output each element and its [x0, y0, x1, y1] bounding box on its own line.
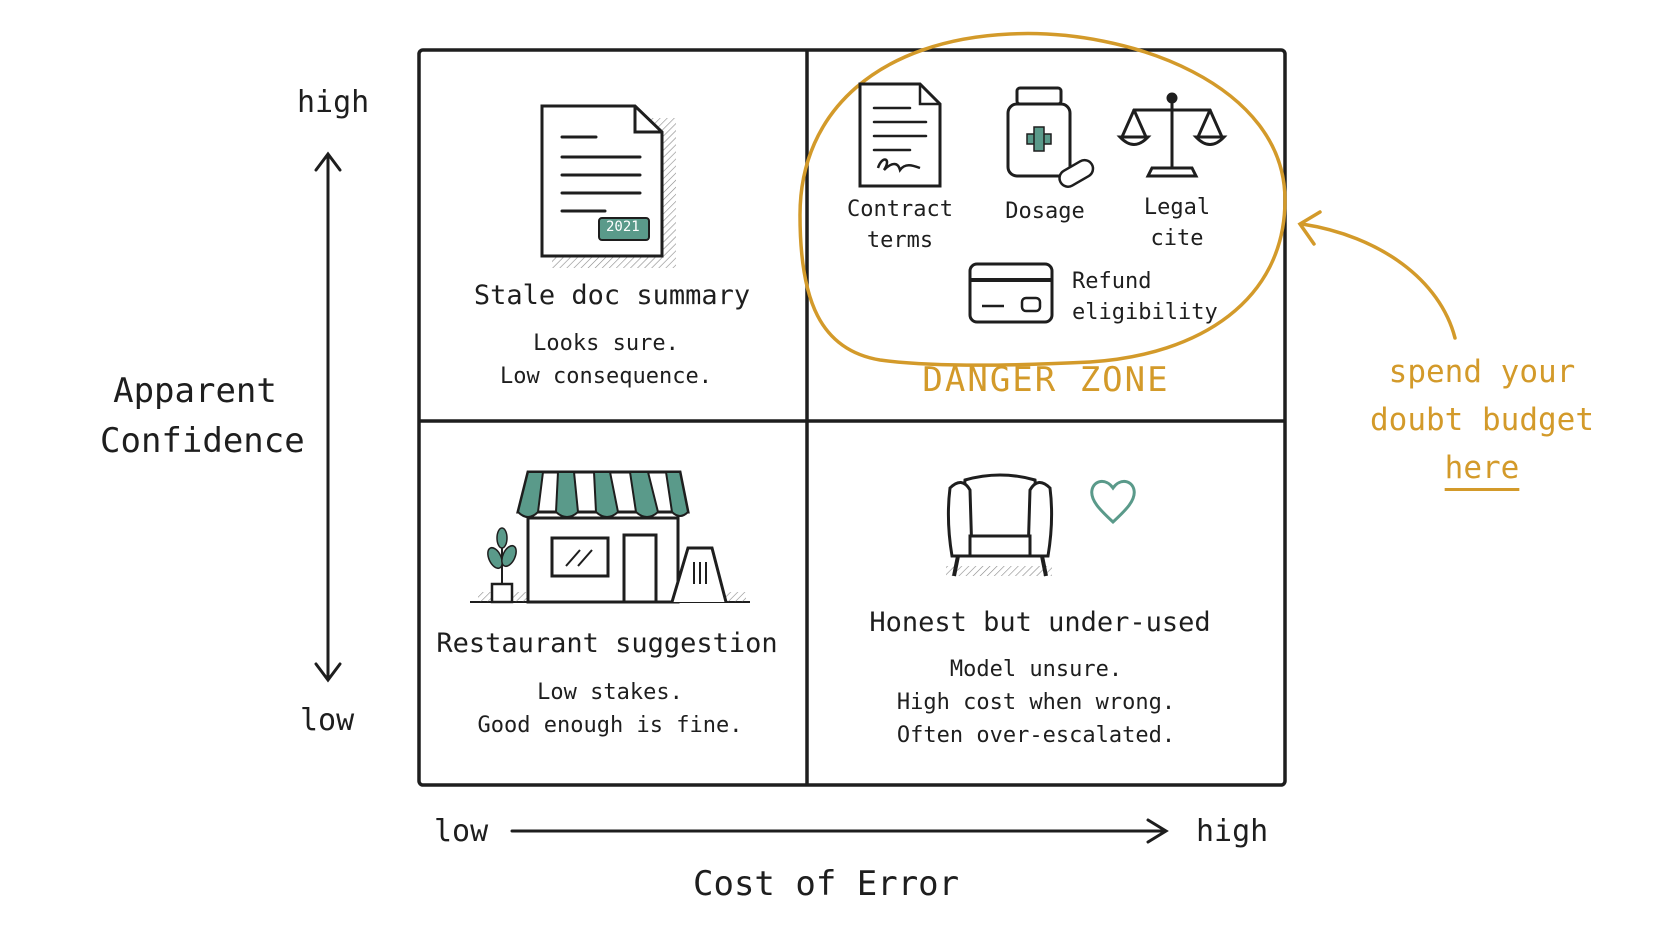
- restaurant-description: Low stakes. Good enough is fine.: [478, 676, 743, 742]
- danger-zone-label: DANGER ZONE: [922, 360, 1170, 400]
- legal-cite-label: Legal cite: [1144, 192, 1210, 254]
- restaurant-line1: Low stakes.: [537, 680, 683, 705]
- heart-icon: [1090, 480, 1136, 525]
- quadrant-grid: [417, 48, 1287, 787]
- note-line1: spend your: [1388, 354, 1576, 390]
- contract-label-line1: Contract: [847, 197, 953, 222]
- refund-eligibility-label: Refund eligibility: [1072, 266, 1218, 328]
- y-axis-title-line2: Confidence: [100, 421, 305, 461]
- x-axis-low-label: low: [434, 814, 489, 849]
- x-axis-high-label: high: [1196, 814, 1269, 849]
- armchair-icon: [946, 473, 1054, 577]
- doc-year-badge: 2021: [606, 219, 640, 235]
- honest-line2: High cost when wrong.: [896, 690, 1176, 715]
- stale-doc-title: Stale doc summary: [473, 280, 751, 311]
- y-axis-low-label: low: [300, 703, 355, 738]
- note-line3: here: [1444, 450, 1520, 486]
- scales-icon: [1116, 92, 1228, 178]
- x-axis-title: Cost of Error: [693, 864, 960, 904]
- legal-label-line2: cite: [1150, 226, 1204, 251]
- y-axis-title: Apparent Confidence: [100, 366, 305, 466]
- y-axis-arrow: [314, 151, 342, 683]
- note-line2: doubt budget: [1370, 402, 1594, 438]
- document-icon: [540, 104, 676, 268]
- restaurant-title: Restaurant suggestion: [436, 628, 778, 659]
- credit-card-icon: [968, 262, 1054, 324]
- contract-icon: [858, 82, 942, 188]
- storefront-icon: [470, 470, 750, 604]
- stale-doc-line2: Low consequence.: [500, 364, 712, 389]
- restaurant-line2: Good enough is fine.: [477, 713, 743, 738]
- x-axis-arrow: [510, 818, 1169, 844]
- dosage-label-line1: Dosage: [1005, 199, 1085, 224]
- honest-description: Model unsure. High cost when wrong. Ofte…: [897, 653, 1175, 752]
- refund-label-line1: Refund: [1072, 269, 1152, 294]
- dosage-label: Dosage: [1005, 196, 1084, 227]
- danger-zone-circle: [798, 31, 1287, 367]
- y-axis-title-line1: Apparent: [113, 371, 277, 411]
- contract-terms-label: Contract terms: [847, 194, 953, 256]
- medicine-bottle-icon: [1006, 86, 1095, 188]
- annotation-arrow: [1297, 210, 1457, 340]
- honest-title: Honest but under-used: [869, 607, 1211, 638]
- legal-label-line1: Legal: [1143, 195, 1211, 220]
- stale-doc-line1: Looks sure.: [533, 331, 679, 356]
- honest-line1: Model unsure.: [949, 657, 1123, 682]
- contract-label-line2: terms: [866, 228, 934, 253]
- doubt-budget-note: spend your doubt budget here: [1370, 348, 1594, 492]
- refund-label-line2: eligibility: [1072, 300, 1218, 325]
- stale-doc-description: Looks sure. Low consequence.: [500, 327, 712, 393]
- honest-line3: Often over-escalated.: [896, 723, 1176, 748]
- y-axis-high-label: high: [297, 85, 370, 120]
